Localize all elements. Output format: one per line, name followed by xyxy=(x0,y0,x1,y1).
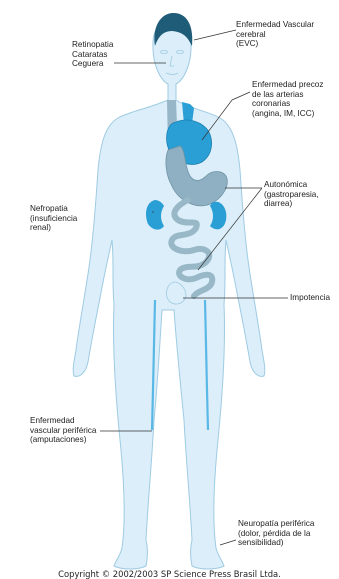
label-impotence: Impotencia xyxy=(290,293,330,303)
label-line: vascular periférica xyxy=(30,426,96,436)
label-line: Autonómica xyxy=(264,180,319,190)
label-line: (angina, IM, ICC) xyxy=(252,109,323,119)
label-line: diarrea) xyxy=(264,199,319,209)
label-eyes: Retinopatia Cataratas Ceguera xyxy=(72,40,113,69)
label-line: Cataratas xyxy=(72,50,113,60)
label-line: Enfermedad Vascular xyxy=(236,20,314,30)
label-line: coronarias xyxy=(252,99,323,109)
label-line: renal) xyxy=(30,223,77,233)
label-neuropathy: Neuropatía periférica (dolor, pérdida de… xyxy=(238,519,314,548)
label-line: (amputaciones) xyxy=(30,435,96,445)
label-line: Neuropatía periférica xyxy=(238,519,314,529)
label-line: (gastroparesia, xyxy=(264,190,319,200)
label-autonomic: Autonómica (gastroparesia, diarrea) xyxy=(264,180,319,209)
label-line: Enfermedad precoz xyxy=(252,80,323,90)
label-line: Nefropatia xyxy=(30,204,77,214)
label-line: (EVC) xyxy=(236,39,314,49)
copyright: Copyright © 2002/2003 SP Science Press B… xyxy=(0,569,339,579)
label-line: cerebral xyxy=(236,30,314,40)
label-line: (insuficiencia xyxy=(30,214,77,224)
label-pvd: Enfermedad vascular periférica (amputaci… xyxy=(30,416,96,445)
label-line: (dolor, pérdida de la xyxy=(238,529,314,539)
label-evc: Enfermedad Vascular cerebral (EVC) xyxy=(236,20,314,49)
label-line: de las arterias xyxy=(252,90,323,100)
label-coronary: Enfermedad precoz de las arterias corona… xyxy=(252,80,323,118)
label-nephro: Nefropatia (insuficiencia renal) xyxy=(30,204,77,233)
label-line: Ceguera xyxy=(72,59,113,69)
label-line: Retinopatia xyxy=(72,40,113,50)
label-line: sensibilidad) xyxy=(238,538,314,548)
label-line: Impotencia xyxy=(290,293,330,303)
label-line: Enfermedad xyxy=(30,416,96,426)
